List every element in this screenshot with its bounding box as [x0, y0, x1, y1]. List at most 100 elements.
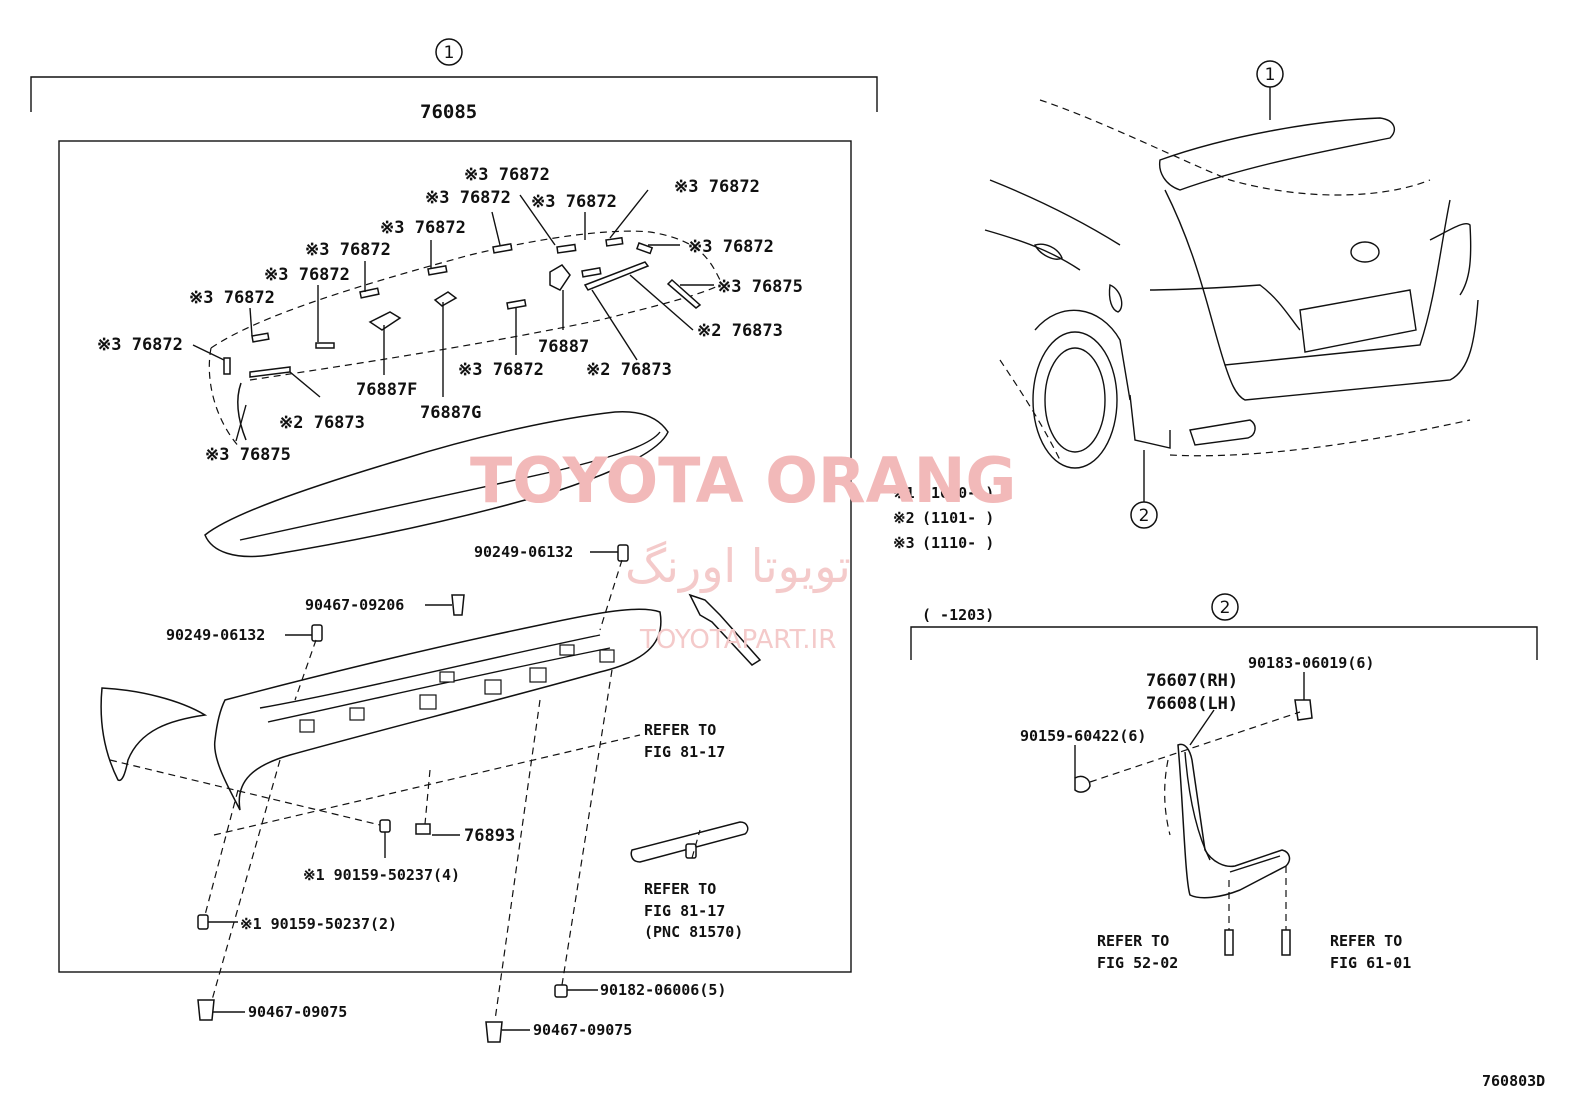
group1-callout: 1 [444, 43, 455, 63]
label-76875-b[interactable]: ※3 76875 [205, 445, 291, 465]
refer-fig-81-17-b[interactable]: FIG 81-17 [644, 902, 725, 920]
spoiler-pads [223, 236, 702, 441]
left-end-cap [100, 687, 208, 782]
watermark-title: TOYOTA ORANG [470, 444, 1016, 517]
spoiler-upper-view: ※3 76872 ※3 76872 ※3 76872 ※3 76872 ※3 7… [97, 165, 803, 465]
spoiler-body [204, 411, 669, 558]
label-76873-a[interactable]: ※2 76873 [697, 321, 783, 341]
group2: 2 ( -1203) 76607(RH) 76608(LH) 90183-060… [910, 593, 1538, 972]
label-90249-06132-a[interactable]: 90249-06132 [474, 543, 573, 561]
stop-lamp [630, 821, 749, 863]
label-76872-h[interactable]: ※3 76872 [264, 265, 350, 285]
notes: ※1 (1010- ) ※2 (1101- ) ※3 (1110- ) [893, 484, 994, 552]
car-fuel-door [1108, 284, 1123, 313]
car-spoiler [1158, 117, 1396, 191]
label-76872-j[interactable]: ※3 76872 [97, 335, 183, 355]
refer-fig-81-17-a[interactable]: FIG 81-17 [644, 743, 725, 761]
spoiler-leaders [192, 189, 714, 442]
car-callout-2: 2 [1139, 506, 1150, 526]
spoiler-outline-bottom [249, 284, 721, 381]
label-76887[interactable]: 76887 [538, 337, 589, 357]
label-76872-i[interactable]: ※3 76872 [189, 288, 275, 308]
car-emblem [1350, 241, 1380, 263]
car-tail-lamp-right [1429, 223, 1472, 296]
label-90159-50237-2[interactable]: ※1 90159-50237(2) [240, 915, 397, 933]
refer-to-2: REFER TO [644, 880, 716, 898]
mudguard [1177, 743, 1291, 899]
label-76887f[interactable]: 76887F [356, 380, 417, 400]
group1-assembly-number[interactable]: 76085 [420, 101, 477, 123]
refer-to-1: REFER TO [644, 721, 716, 739]
spoiler-shell [204, 411, 669, 558]
screw-90159 [1074, 775, 1091, 793]
group2-callout-circle [1211, 593, 1239, 621]
label-76872-c[interactable]: ※3 76872 [531, 192, 617, 212]
group2-range: ( -1203) [922, 606, 994, 624]
car-illustration: 1 2 [984, 60, 1479, 529]
group2-bracket [910, 626, 1538, 660]
group1-frame [58, 140, 852, 973]
label-90467-09206[interactable]: 90467-09206 [305, 596, 404, 614]
group1-header: 1 76085 [30, 38, 878, 123]
label-90467-09075-a[interactable]: 90467-09075 [248, 1003, 347, 1021]
label-76872-a[interactable]: ※3 76872 [464, 165, 550, 185]
bracket-connectors [109, 559, 701, 1021]
car-rear-glass [1164, 189, 1451, 366]
refer-to-3: REFER TO [1097, 932, 1169, 950]
screw-right [1281, 929, 1291, 956]
group2-callout: 2 [1220, 598, 1231, 618]
clip-90183 [1294, 699, 1313, 721]
note-3-range: (1110- ) [922, 534, 994, 552]
spoiler-outline-top [210, 230, 721, 349]
label-76873-b[interactable]: ※2 76873 [586, 360, 672, 380]
label-76875-a[interactable]: ※3 76875 [717, 277, 803, 297]
car-wheel [1032, 331, 1118, 469]
note-2-range: (1101- ) [922, 509, 994, 527]
label-76893[interactable]: 76893 [464, 826, 515, 846]
label-76873-c[interactable]: ※2 76873 [279, 413, 365, 433]
label-76872-b[interactable]: ※3 76872 [425, 188, 511, 208]
watermark-url: TOYOTAPART.IR [639, 625, 836, 655]
label-90467-09075-b[interactable]: 90467-09075 [533, 1021, 632, 1039]
watermark: TOYOTA ORANG تویوتا اورنگ TOYOTAPART.IR [470, 444, 1016, 655]
car-mudguard [1129, 394, 1171, 449]
spoiler-outline-left [208, 347, 241, 449]
car-plate [1299, 289, 1417, 353]
label-76872-g[interactable]: ※3 76872 [305, 240, 391, 260]
label-76872-f[interactable]: ※3 76872 [688, 237, 774, 257]
note-2-mark: ※2 [893, 509, 915, 527]
label-76887g[interactable]: 76887G [420, 403, 481, 423]
diagram-id: 760803D [1482, 1072, 1545, 1090]
group1-bracket [30, 76, 878, 112]
refer-pnc-81570[interactable]: (PNC 81570) [644, 923, 743, 941]
car-tail-lamp-left [1149, 284, 1301, 331]
bracket-main [213, 608, 662, 811]
label-76872-e[interactable]: ※3 76872 [380, 218, 466, 238]
spoiler-bracket: 90249-06132 90467-09206 90249-06132 REFE… [100, 543, 762, 1043]
label-90182-06006[interactable]: 90182-06006(5) [600, 981, 726, 999]
refer-to-4: REFER TO [1330, 932, 1402, 950]
spoiler-edge [239, 431, 661, 541]
group1-callout-circle [435, 38, 463, 66]
car-door-handle [1034, 243, 1063, 260]
bracket-leaders [208, 551, 618, 1031]
label-90183-06019[interactable]: 90183-06019(6) [1248, 654, 1374, 672]
screw-left [1224, 929, 1234, 956]
label-76872-k[interactable]: ※3 76872 [458, 360, 544, 380]
note-3-mark: ※3 [893, 534, 915, 552]
label-76872-d[interactable]: ※3 76872 [674, 177, 760, 197]
refer-fig-61-01[interactable]: FIG 61-01 [1330, 954, 1411, 972]
label-90159-60422[interactable]: 90159-60422(6) [1020, 727, 1146, 745]
right-arm [688, 593, 762, 666]
label-76608-lh[interactable]: 76608(LH) [1146, 694, 1238, 714]
note-1-mark: ※1 [893, 484, 915, 502]
label-76607-rh[interactable]: 76607(RH) [1146, 671, 1238, 691]
fasteners [197, 544, 697, 1043]
note-1-range: (1010- ) [922, 484, 994, 502]
watermark-farsi: تویوتا اورنگ [625, 539, 851, 594]
label-90159-50237-4[interactable]: ※1 90159-50237(4) [303, 866, 460, 884]
refer-fig-52-02[interactable]: FIG 52-02 [1097, 954, 1178, 972]
label-90249-06132-b[interactable]: 90249-06132 [166, 626, 265, 644]
car-callout-1: 1 [1265, 65, 1276, 85]
